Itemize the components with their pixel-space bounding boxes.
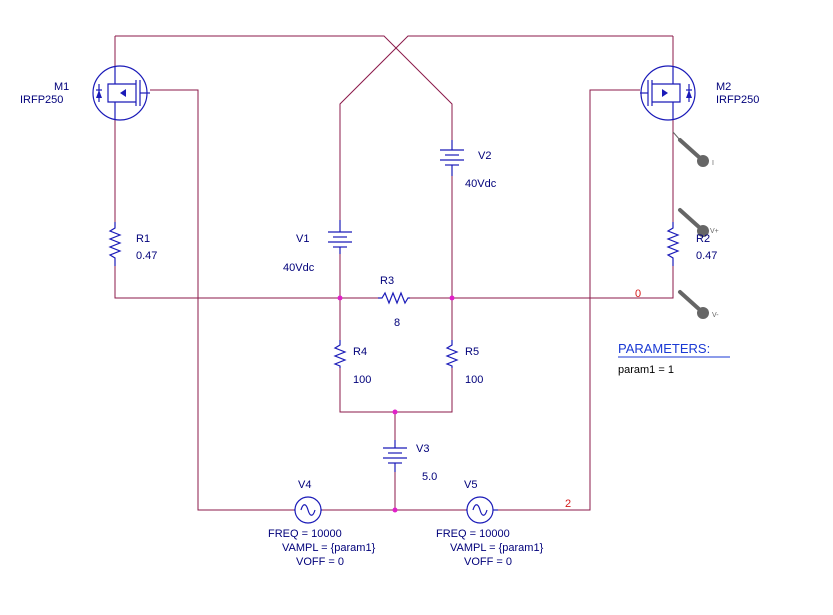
voltage-probe-plus[interactable] [678, 208, 709, 237]
r5-value: 100 [465, 374, 483, 386]
r2-ref: R2 [696, 233, 710, 245]
v4-voff: VOFF = 0 [296, 556, 344, 568]
wire-m2-gate [498, 89, 640, 511]
r1-ref: R1 [136, 233, 150, 245]
v5-ref: V5 [464, 479, 477, 491]
r3-value: 8 [394, 317, 400, 329]
v3-ref: V3 [416, 443, 429, 455]
mosfet-m1[interactable] [92, 65, 150, 121]
resistor-r5[interactable] [445, 340, 459, 368]
sine-wave-icon [300, 504, 316, 516]
resistor-r2[interactable] [666, 222, 680, 266]
m1-ref: M1 [54, 81, 69, 93]
junction-dot [392, 409, 398, 415]
mosfet-arrow-icon [662, 89, 668, 97]
r1-value: 0.47 [136, 250, 157, 262]
net-label-2: 2 [565, 498, 571, 510]
v4-ref: V4 [298, 479, 311, 491]
junction-dot [337, 295, 343, 301]
junctions [337, 295, 455, 513]
probe-label-vplus: V+ [710, 228, 719, 235]
battery-v3[interactable] [383, 440, 407, 472]
v3-value: 5.0 [422, 471, 437, 483]
v5-vampl: VAMPL = {param1} [450, 542, 544, 554]
voltage-probe-minus[interactable] [678, 290, 709, 319]
r5-ref: R5 [465, 346, 479, 358]
m2-ref: M2 [716, 81, 731, 93]
wire-top-left [115, 35, 453, 140]
wire-r1-bottom [114, 266, 378, 299]
ac-source-v5[interactable] [466, 496, 498, 524]
ac-source-v4[interactable] [294, 496, 322, 524]
r3-ref: R3 [380, 275, 394, 287]
wires [114, 35, 674, 511]
resistor-r4[interactable] [333, 340, 347, 368]
current-probe[interactable] [672, 131, 709, 167]
junction-dot [449, 295, 455, 301]
resistor-r3[interactable] [378, 291, 410, 305]
v2-ref: V2 [478, 150, 491, 162]
probe-label-current: I [712, 160, 714, 167]
probe-label-vminus: V- [712, 312, 719, 319]
wire-r2-bottom [410, 266, 674, 299]
v4-vampl: VAMPL = {param1} [282, 542, 376, 554]
m2-part: IRFP250 [716, 94, 759, 106]
parameters-param1: param1 = 1 [618, 364, 674, 376]
sine-wave-icon [472, 504, 488, 516]
m1-part: IRFP250 [20, 94, 63, 106]
v5-voff: VOFF = 0 [464, 556, 512, 568]
parameters-title: PARAMETERS: [618, 341, 710, 356]
wire-top-right [339, 35, 673, 220]
wire-m1-gate [150, 89, 294, 511]
v1-ref: V1 [296, 233, 309, 245]
battery-v1[interactable] [328, 220, 352, 254]
r4-value: 100 [353, 374, 371, 386]
v5-freq: FREQ = 10000 [436, 528, 510, 540]
r4-ref: R4 [353, 346, 367, 358]
net-label-0: 0 [635, 288, 641, 300]
mosfet-arrow-icon [120, 89, 126, 97]
v2-value: 40Vdc [465, 178, 497, 190]
v1-value: 40Vdc [283, 262, 315, 274]
junction-dot [392, 507, 398, 513]
battery-v2[interactable] [440, 140, 464, 176]
mosfet-m2[interactable] [640, 65, 696, 121]
v4-freq: FREQ = 10000 [268, 528, 342, 540]
r2-value: 0.47 [696, 250, 717, 262]
resistor-r1[interactable] [108, 222, 122, 266]
